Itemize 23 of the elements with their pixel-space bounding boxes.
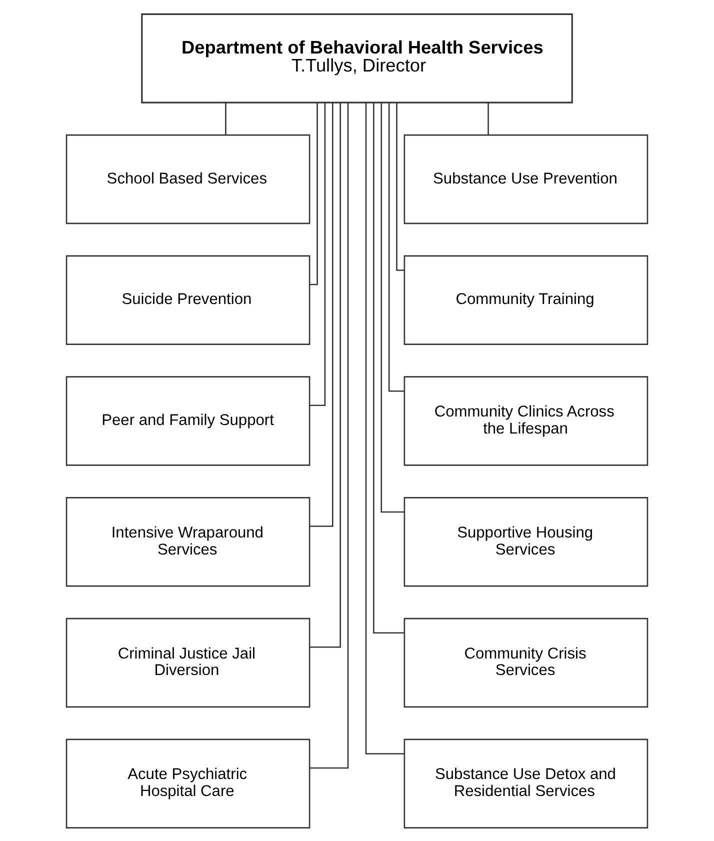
node-box: Suicide Prevention [66,254,310,344]
connector [396,102,404,270]
connector [380,102,404,512]
node-box: Intensive Wraparound Services [66,496,310,586]
node-box: Community Crisis Services [404,617,648,708]
connector [365,102,404,754]
node-box: School Based Services [66,134,310,224]
connector [310,102,318,285]
connector [310,102,341,648]
node-box: Supportive Housing Services [404,496,648,586]
node-box: Peer and Family Support [66,376,310,466]
node-box: Department of Behavioral Health Services T.Tullys, Director [141,12,573,103]
connector [373,102,404,633]
node-box: Criminal Justice Jail Diversion [66,617,310,708]
node-box: Community Training [404,254,648,344]
node-box: Substance Use Detox and Residential Services [404,738,648,828]
connector [488,102,489,134]
connector [310,102,334,526]
node-box: Acute Psychiatric Hospital Care [66,738,310,828]
connector [225,102,226,134]
node-box: Community Clinics Across the Lifespan [404,376,648,466]
connector [310,102,349,768]
node-box: Substance Use Prevention [404,134,648,224]
